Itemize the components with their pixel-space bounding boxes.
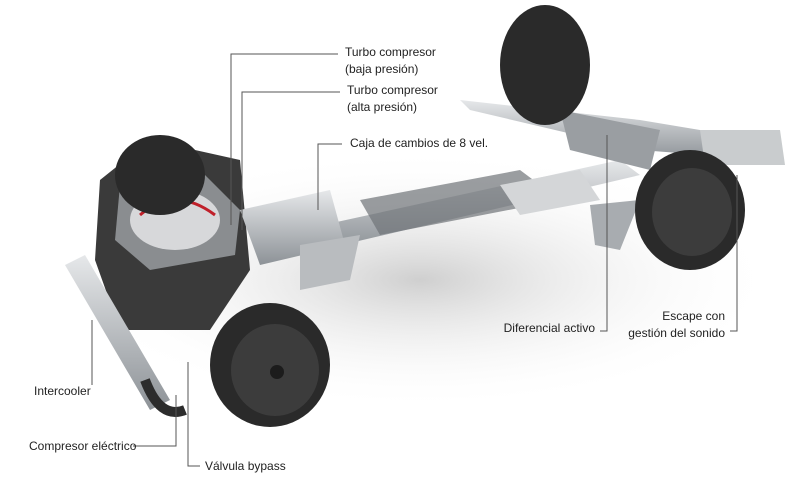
exhaust-muffler	[700, 130, 785, 165]
label-line: Turbo compresor	[347, 83, 438, 97]
exhaust-heat-shield	[500, 170, 600, 215]
leader-differential	[600, 135, 608, 332]
rear-left-wheel	[500, 5, 590, 125]
leader-electric-compressor	[133, 395, 177, 447]
intercooler	[65, 255, 170, 410]
front-exhaust-pipe	[300, 235, 360, 290]
label-line: Escape con	[662, 309, 725, 323]
label-line: Turbo compresor	[345, 45, 436, 59]
label-exhaust: Escape con gestión del sonido	[628, 308, 725, 342]
label-line: gestión del sonido	[628, 326, 725, 340]
label-line: (baja presión)	[345, 62, 419, 76]
leader-turbo-low	[230, 53, 338, 225]
label-intercooler: Intercooler	[34, 384, 91, 398]
label-turbo-low-pressure: Turbo compresor (baja presión)	[345, 44, 436, 78]
leader-lines	[91, 53, 738, 467]
active-differential	[560, 110, 660, 170]
label-differential: Diferencial activo	[503, 321, 595, 335]
leader-bypass-valve	[187, 362, 200, 467]
leader-gearbox	[317, 143, 342, 210]
leader-exhaust	[730, 175, 738, 332]
label-gearbox: Caja de cambios de 8 vel.	[350, 136, 489, 150]
rear-control-arm	[590, 200, 640, 250]
label-turbo-high-pressure: Turbo compresor (alta presión)	[347, 82, 438, 116]
front-left-wheel	[115, 135, 205, 215]
label-line: (alta presión)	[347, 100, 418, 114]
intake-hose	[140, 378, 187, 417]
label-electric-compressor: Compresor eléctrico	[29, 439, 137, 453]
label-bypass-valve: Válvula bypass	[205, 459, 286, 473]
leader-turbo-high	[241, 91, 340, 230]
